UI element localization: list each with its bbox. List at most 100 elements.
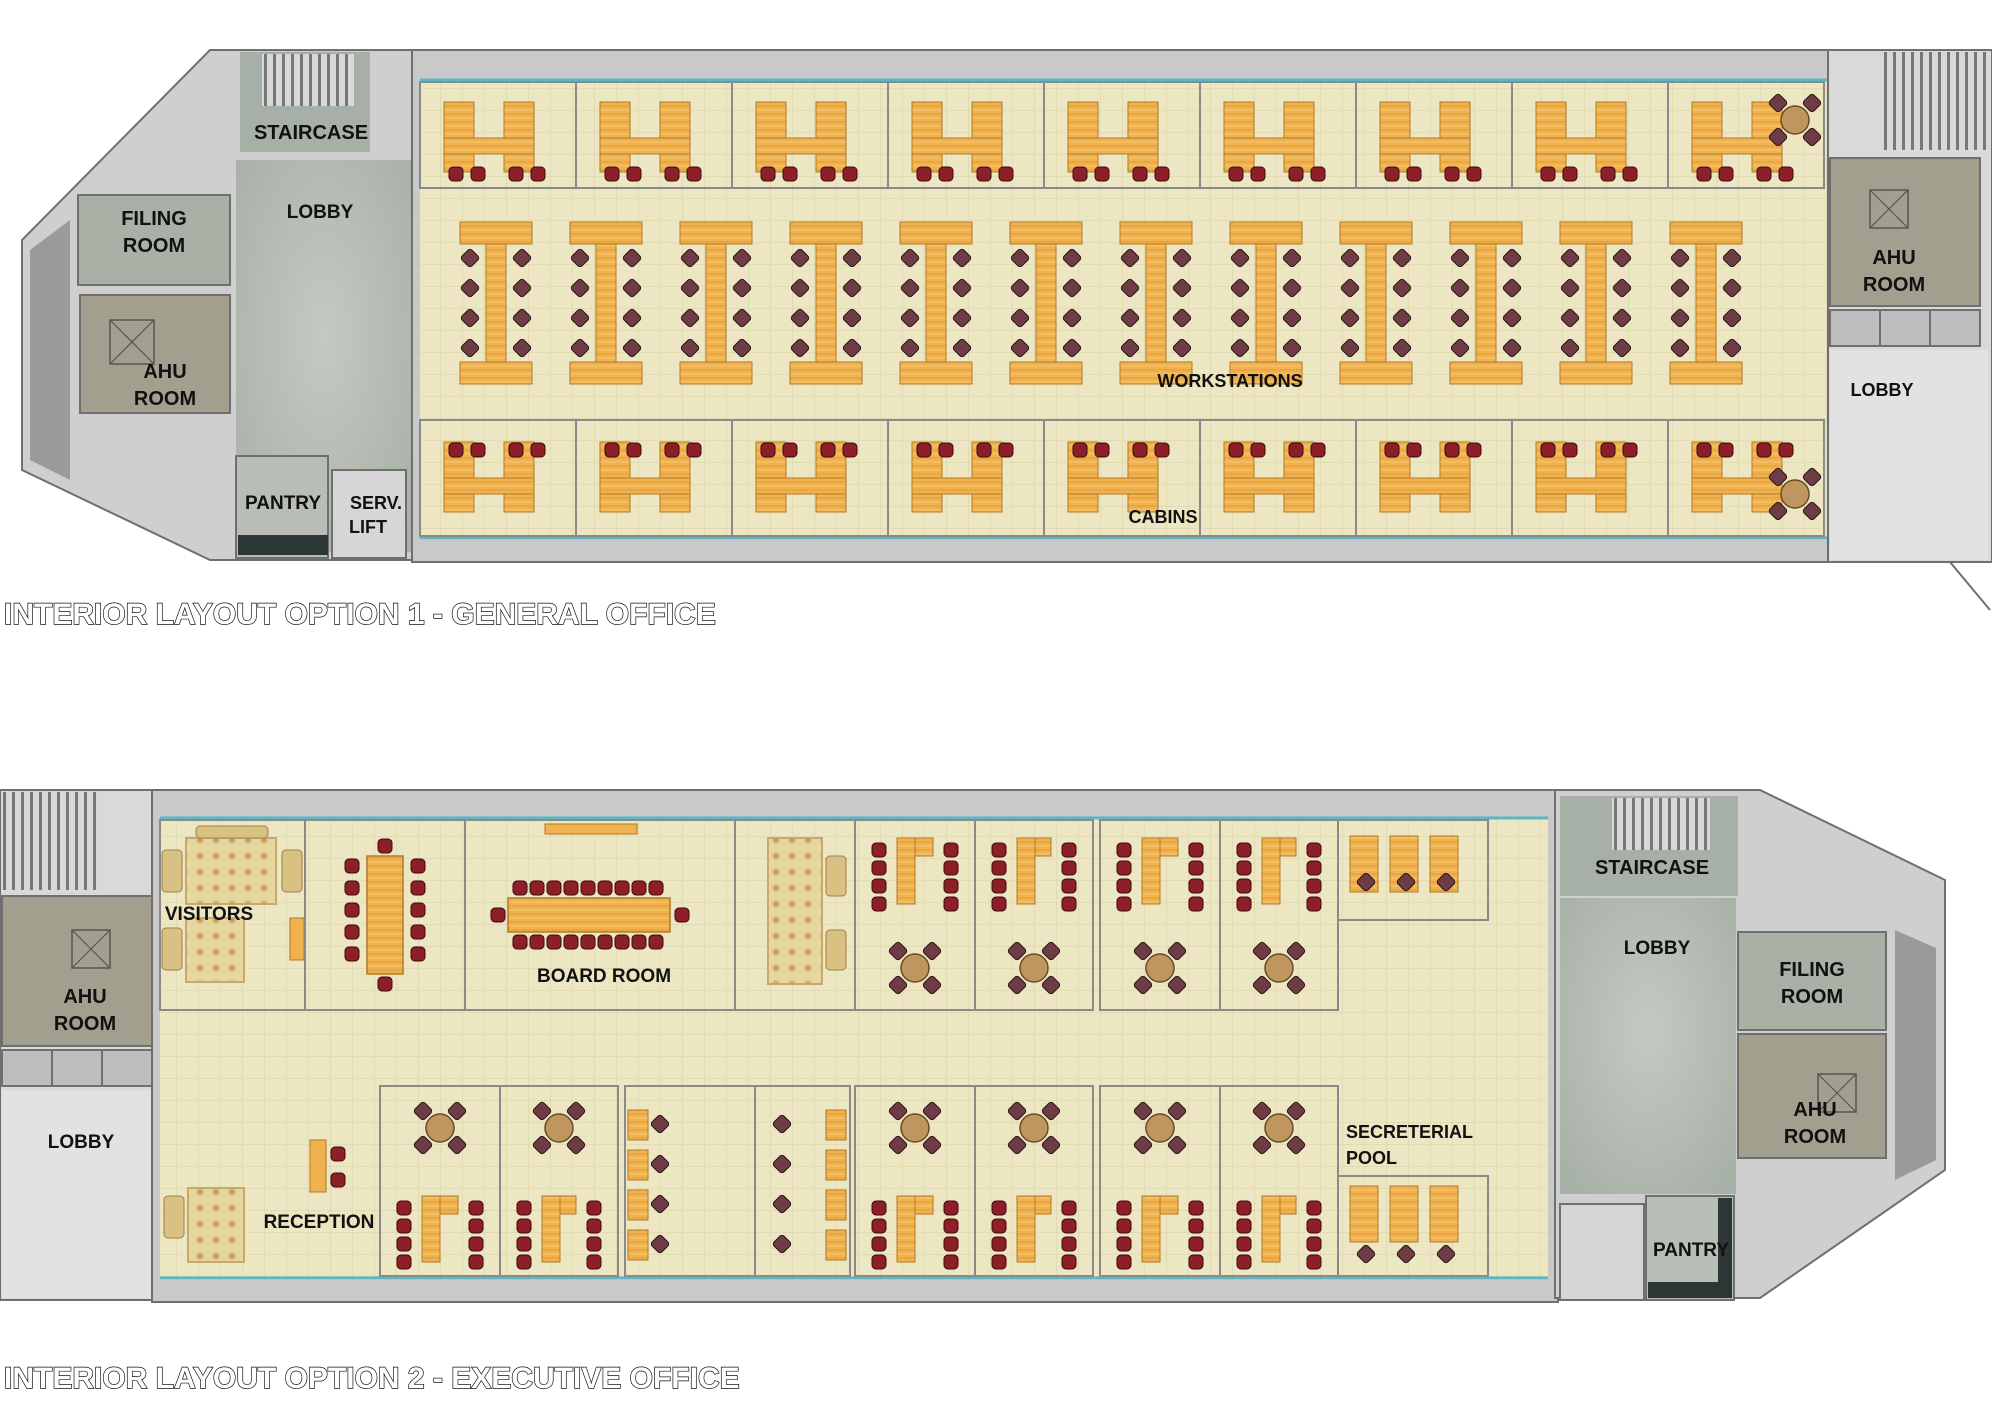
workstation-spine bbox=[925, 243, 947, 363]
executive-chair bbox=[1306, 1200, 1322, 1216]
cabin-desk bbox=[1379, 101, 1411, 173]
executive-chair bbox=[991, 896, 1007, 912]
cabin-chair bbox=[1540, 166, 1556, 182]
board-chair bbox=[614, 880, 630, 896]
workstation-spine bbox=[1365, 243, 1387, 363]
workstation-desk bbox=[1559, 361, 1633, 385]
executive-chair bbox=[1116, 1218, 1132, 1234]
cabin bbox=[1199, 81, 1357, 189]
executive-chair bbox=[1236, 1236, 1252, 1252]
executive-chair bbox=[396, 1236, 412, 1252]
executive-chair bbox=[1236, 1200, 1252, 1216]
workstation-desk bbox=[627, 1109, 649, 1141]
executive-desk-return bbox=[1016, 1195, 1036, 1263]
plan1-label-filing-room-line2: ROOM bbox=[123, 235, 185, 257]
cabin-desk bbox=[911, 101, 943, 173]
executive-chair bbox=[943, 878, 959, 894]
workstation-desk bbox=[1119, 361, 1193, 385]
executive-chair bbox=[943, 842, 959, 858]
workstation-desk bbox=[1009, 361, 1083, 385]
plan2-label-ahu-right-line2: ROOM bbox=[1784, 1126, 1846, 1148]
executive-chair bbox=[1306, 878, 1322, 894]
cabin-desk bbox=[815, 101, 847, 173]
workstation-desk bbox=[899, 221, 973, 245]
plan1-cabins-group bbox=[419, 81, 1825, 537]
executive-chair bbox=[1188, 1218, 1204, 1234]
plan1-label-cabins: CABINS bbox=[1128, 507, 1197, 527]
executive-chair bbox=[991, 1236, 1007, 1252]
board-chair bbox=[674, 907, 690, 923]
cabin-desk-return bbox=[443, 477, 535, 495]
cabin-chair bbox=[1444, 166, 1460, 182]
cabin-chair bbox=[604, 442, 620, 458]
workstation-desk bbox=[899, 361, 973, 385]
plan2-ahu-room-left bbox=[1, 895, 155, 1047]
executive-chair bbox=[1061, 896, 1077, 912]
board-chair bbox=[648, 880, 664, 896]
cabin bbox=[1667, 81, 1825, 189]
cabin-chair bbox=[626, 166, 642, 182]
cabin-chair bbox=[626, 442, 642, 458]
board-chair bbox=[614, 934, 630, 950]
executive-chair bbox=[1116, 842, 1132, 858]
cabin-desk-return bbox=[1223, 137, 1315, 155]
cabin-chair bbox=[530, 442, 546, 458]
plan2-label-lobby-right: LOBBY bbox=[1624, 938, 1691, 959]
plan2-bottom-executive-cabins bbox=[379, 1085, 1489, 1277]
executive-chair bbox=[586, 1218, 602, 1234]
plan2-label-secretarial-pool-line1: SECRETERIAL bbox=[1346, 1122, 1473, 1142]
plan2-label-filing-room-line1: FILING bbox=[1779, 959, 1845, 981]
cabin-chair bbox=[664, 166, 680, 182]
board-chair bbox=[648, 934, 664, 950]
secretarial-desk bbox=[1349, 1185, 1379, 1243]
executive-chair bbox=[871, 878, 887, 894]
executive-chair bbox=[468, 1236, 484, 1252]
cabin-chair bbox=[998, 166, 1014, 182]
cabin-chair bbox=[664, 442, 680, 458]
cabin-chair bbox=[842, 166, 858, 182]
cabin-chair bbox=[1600, 442, 1616, 458]
cabin-chair bbox=[530, 166, 546, 182]
cabin-desk-return bbox=[1067, 477, 1159, 495]
plan2-service-lift bbox=[1559, 1203, 1645, 1301]
executive-chair bbox=[1116, 1254, 1132, 1270]
board-chair bbox=[580, 880, 596, 896]
executive-chair bbox=[943, 1200, 959, 1216]
cabin-chair bbox=[470, 442, 486, 458]
workstation-spine bbox=[595, 243, 617, 363]
executive-chair bbox=[871, 1236, 887, 1252]
board-chair bbox=[512, 880, 528, 896]
cabin bbox=[1511, 81, 1669, 189]
workstation-desk bbox=[1339, 221, 1413, 245]
executive-chair bbox=[1236, 860, 1252, 876]
executive-chair bbox=[871, 860, 887, 876]
executive-desk-return bbox=[1261, 837, 1281, 905]
board-chair bbox=[597, 880, 613, 896]
plan2-lobby-left-area bbox=[2, 1090, 152, 1298]
executive-chair bbox=[1306, 842, 1322, 858]
cabin-chair bbox=[938, 442, 954, 458]
cabin-chair bbox=[1540, 442, 1556, 458]
plan1-label-ahu-right-line1: AHU bbox=[1872, 247, 1915, 269]
workstation-desk bbox=[627, 1189, 649, 1221]
executive-desk-return bbox=[896, 837, 916, 905]
executive-chair bbox=[1116, 896, 1132, 912]
cabin-desk-return bbox=[1535, 137, 1627, 155]
executive-chair bbox=[396, 1254, 412, 1270]
cabin-chair bbox=[686, 442, 702, 458]
secretarial-desk bbox=[1429, 1185, 1459, 1243]
cabin bbox=[575, 81, 733, 189]
executive-chair bbox=[516, 1218, 532, 1234]
executive-desk-return bbox=[1141, 837, 1161, 905]
plan2-executive-lounge bbox=[734, 819, 856, 1011]
cabin-chair bbox=[448, 166, 464, 182]
plan1-right-stair-treads bbox=[1880, 52, 1988, 150]
workstation-spine bbox=[485, 243, 507, 363]
executive-chair bbox=[871, 1254, 887, 1270]
cabin-chair bbox=[1228, 166, 1244, 182]
cabin-chair bbox=[1250, 442, 1266, 458]
cabin-chair bbox=[1778, 166, 1794, 182]
plan1-ahu-room-left bbox=[79, 294, 231, 414]
cabin-desk bbox=[1535, 101, 1567, 173]
